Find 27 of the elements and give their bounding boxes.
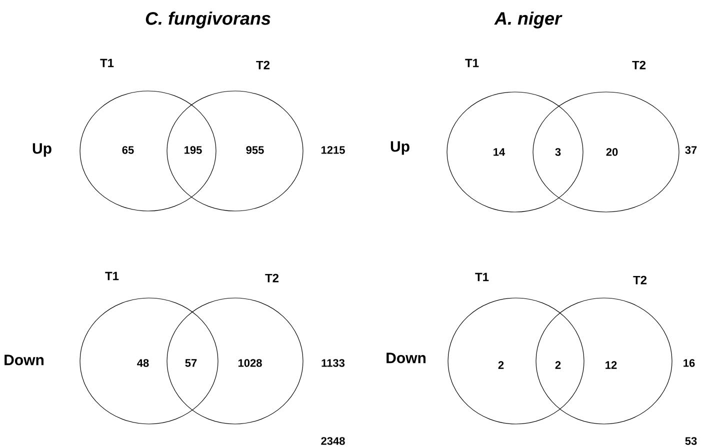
set-label: T1 (475, 272, 489, 282)
count-label: 12 (606, 361, 617, 369)
count-label: 2 (555, 361, 561, 369)
set-label: T2 (265, 274, 279, 282)
count-label: 14 (494, 148, 506, 156)
count-label: 48 (137, 359, 149, 367)
total-count: 16 (684, 359, 695, 367)
set-label: T2 (632, 60, 646, 70)
set-label: T2 (256, 60, 270, 70)
count-label: 20 (606, 148, 618, 156)
row-label: Up (32, 143, 52, 157)
count-label: 57 (185, 359, 197, 367)
set-label: T1 (105, 272, 119, 280)
set-label: T1 (100, 58, 114, 68)
count-label: 195 (184, 146, 202, 154)
column-title: A. niger (494, 12, 562, 28)
count-label: 3 (555, 148, 561, 156)
column-title: C. fungivorans (146, 12, 270, 28)
count-label: 1028 (238, 359, 262, 367)
count-label: 955 (246, 146, 264, 154)
set-label: T1 (465, 58, 479, 68)
total-count: 53 (685, 437, 697, 445)
row-label: Up (390, 141, 410, 155)
count-label: 2 (498, 361, 504, 369)
count-label: 65 (122, 146, 134, 154)
total-count: 2348 (321, 437, 345, 445)
set-label: T2 (633, 276, 647, 284)
